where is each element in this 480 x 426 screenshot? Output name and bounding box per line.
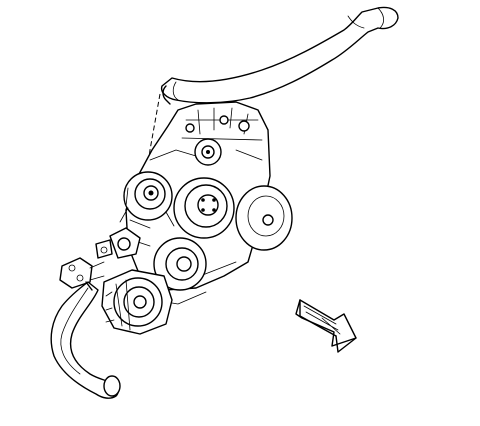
- lower-radiator-hose: [50, 281, 121, 399]
- water-pump-housing: [235, 185, 293, 251]
- view-arrow-icon: [295, 299, 357, 353]
- water-pump-pulley: [173, 177, 235, 239]
- tensioner: [95, 227, 141, 259]
- alternator: [119, 171, 175, 227]
- idler-pulley: [194, 138, 222, 166]
- upper-radiator-hose: [160, 6, 399, 105]
- hose-fitting: [59, 257, 105, 289]
- ac-compressor: [101, 269, 173, 335]
